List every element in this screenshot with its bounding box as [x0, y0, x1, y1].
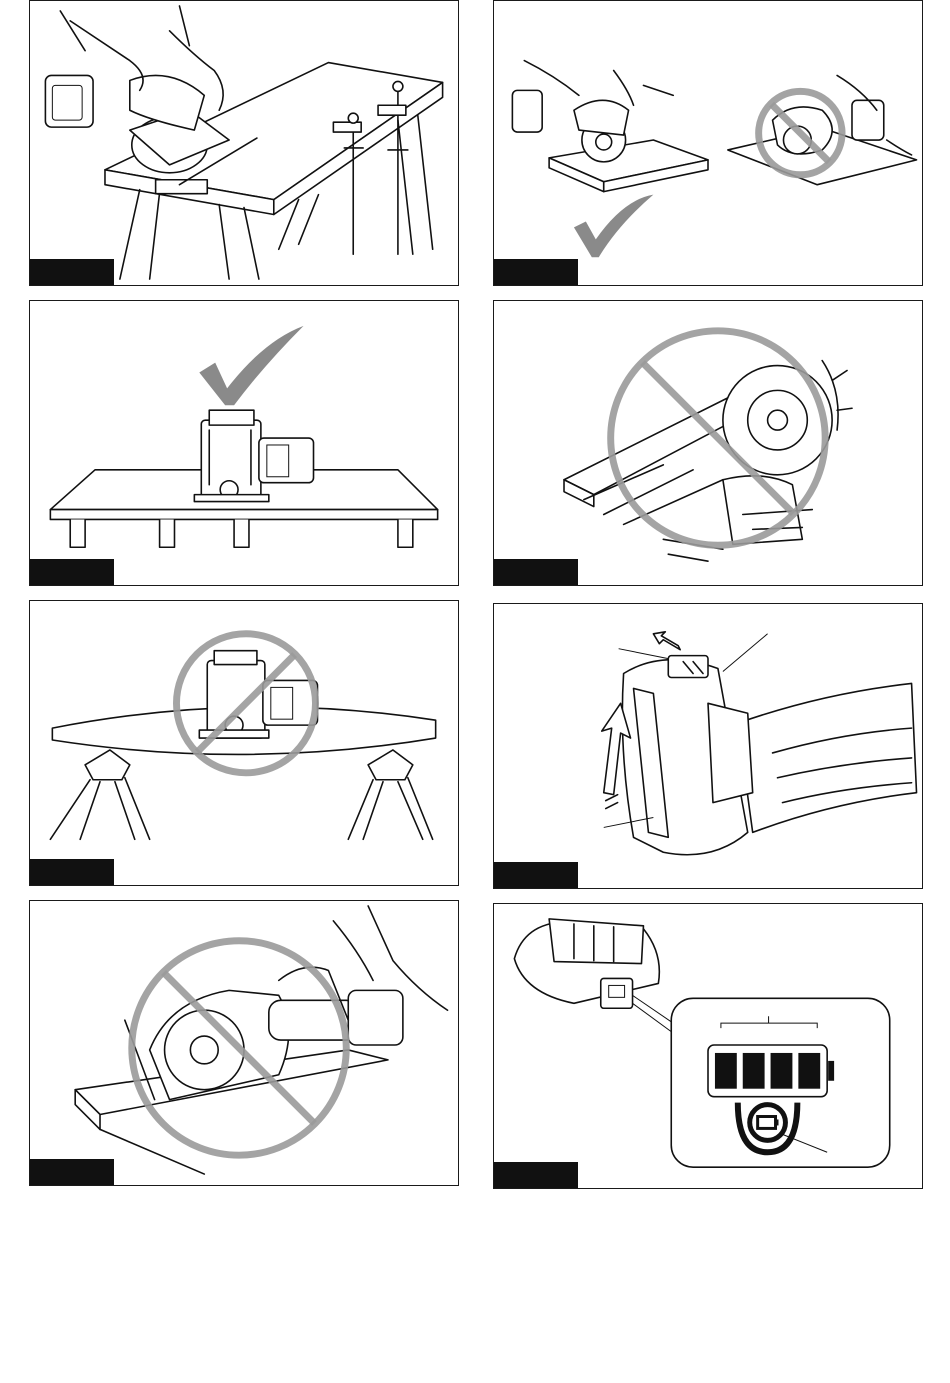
- figure-number-tab: [30, 259, 114, 285]
- figure-panel-1: [29, 0, 459, 286]
- illustration-prohibited-sagging-board: [30, 601, 458, 885]
- check-mark-icon: [574, 195, 653, 258]
- battery-indicator-icon: [708, 1045, 834, 1097]
- illustration-battery-indicator: [494, 904, 922, 1188]
- figure-panel-8: [493, 903, 923, 1189]
- illustration-saw-on-table-with-clamps: [30, 1, 458, 285]
- illustration-correct-vs-incorrect-cut: [494, 1, 922, 285]
- figure-panel-3: [29, 300, 459, 586]
- arrow-icon: [653, 632, 680, 650]
- figure-number-tab: [30, 1159, 114, 1185]
- figure-number-tab: [494, 259, 578, 285]
- check-mark-icon: [199, 326, 303, 405]
- figure-panel-5: [29, 600, 459, 886]
- figure-number-tab: [494, 862, 578, 888]
- figure-number-tab: [30, 559, 114, 585]
- figure-panel-2: [493, 0, 923, 286]
- figure-panel-7: [29, 900, 459, 1186]
- illustration-prohibited-holding: [30, 901, 458, 1185]
- figure-panel-4: [493, 300, 923, 586]
- figure-panel-6: [493, 603, 923, 889]
- illustration-battery-removal: [494, 604, 922, 888]
- figure-number-tab: [494, 1162, 578, 1188]
- illustration-prohibited-workpiece-in-vise: [494, 301, 922, 585]
- figure-number-tab: [30, 859, 114, 885]
- figure-number-tab: [494, 559, 578, 585]
- illustration-properly-supported-panel: [30, 301, 458, 585]
